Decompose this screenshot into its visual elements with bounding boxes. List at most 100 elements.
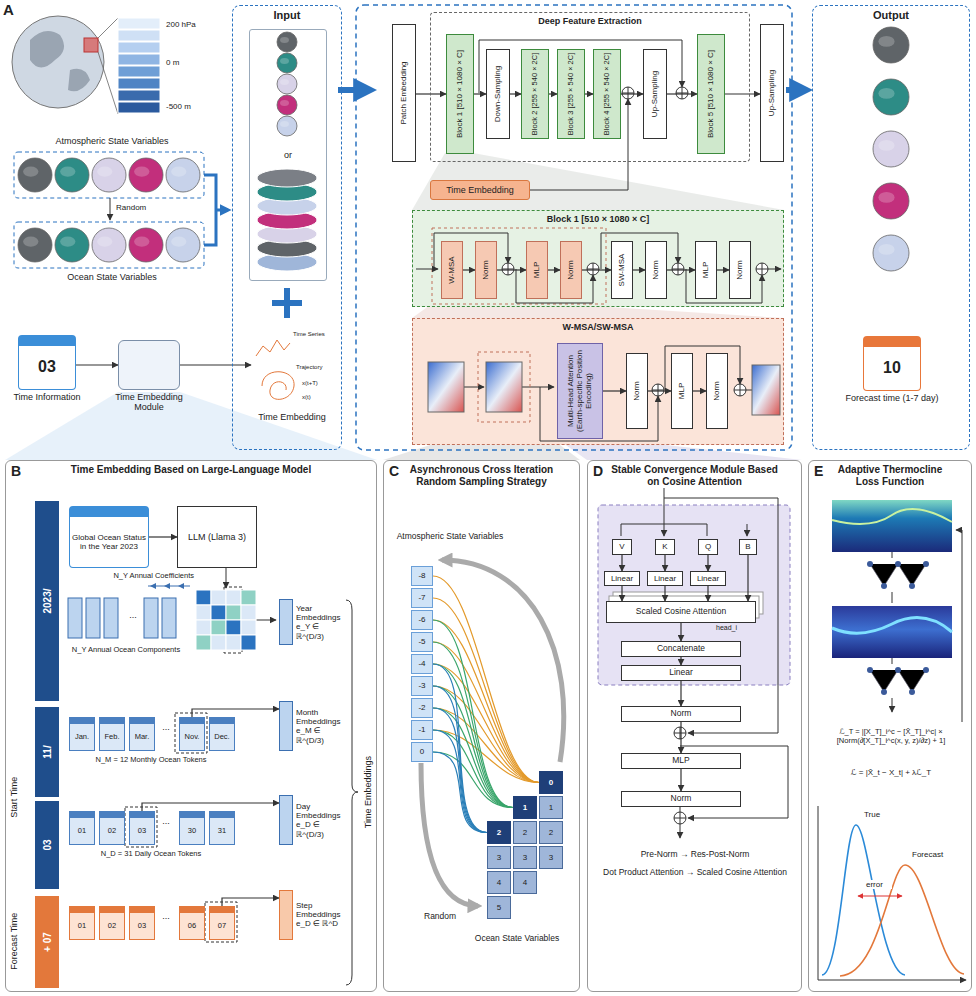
decoration [909, 689, 915, 695]
node-text: Step Embeddings e_D ∈ ℝ^D [296, 901, 344, 929]
node-text: Block 5 [510 × 1080 × C] [707, 37, 716, 151]
decoration [166, 228, 200, 262]
connector [497, 269, 526, 270]
decoration [867, 561, 929, 695]
decoration [621, 488, 788, 838]
decoration [118, 54, 160, 65]
decoration [30, 31, 90, 91]
decoration [84, 38, 98, 52]
node-text: V [619, 542, 624, 551]
node-text: Block 1 [510 × 1080 × C] [419, 214, 777, 224]
connector [621, 586, 622, 601]
label-text: Atmospheric State Variables [14, 136, 210, 146]
decoration [873, 235, 909, 271]
spanel-box: W-MSA/SW-MSAMulti-Head Attention (Earth-… [412, 318, 784, 445]
node-text: -8 [418, 571, 425, 580]
decoration [277, 74, 297, 94]
connector [149, 536, 177, 537]
connector [474, 93, 486, 94]
white-box: MLP [671, 353, 693, 429]
toko-box: 06 [179, 906, 205, 940]
decoration [878, 244, 894, 255]
decoration [205, 902, 237, 942]
decoration [211, 605, 226, 620]
decoration [858, 896, 902, 897]
salmon-box: MLP [526, 241, 548, 299]
white-box: Linear [621, 665, 741, 681]
decoration [118, 90, 160, 101]
decoration [881, 689, 887, 695]
gpanel-box: Block 1 [510 × 1080 × C] W-MSA Norm MLP Norm… [412, 210, 784, 307]
white-box: Down-Sampling [486, 49, 510, 139]
node-text: W-MSA [448, 244, 457, 296]
node-text: Block 2 [255 × 540 × 2C] [531, 52, 539, 136]
label-text: head_i [716, 624, 746, 632]
node-text: Linear [654, 574, 676, 583]
connector [648, 390, 671, 391]
node-text: 30 [188, 827, 196, 836]
decoration [416, 269, 438, 270]
atm-box: -5 [411, 632, 433, 652]
decoration [196, 605, 211, 620]
green-box: Block 5 [510 × 1080 × C] [697, 34, 725, 154]
decoration [786, 87, 806, 93]
decoration [664, 488, 665, 536]
node-text: Norm [567, 244, 576, 296]
label-text: x(t+T) [302, 380, 332, 387]
node-text: Norm [482, 244, 491, 296]
oce-box: 3 [487, 846, 511, 869]
white-box: Linear [647, 571, 683, 586]
decoration [878, 88, 894, 99]
decoration [277, 53, 297, 73]
connector [433, 752, 487, 833]
decoration [175, 713, 207, 753]
node-text: Up-Sampling [768, 27, 777, 159]
decoration [873, 131, 909, 167]
decoration [346, 600, 358, 985]
node-text: Global Ocean Status in the Year 2023 [71, 533, 147, 551]
decoration [873, 183, 909, 219]
decoration [262, 372, 294, 400]
label-text: N_D = 31 Daily Ocean Tokens [56, 850, 246, 859]
connector [433, 752, 513, 808]
decoration [211, 590, 226, 605]
node-text: Forecast time (1-7 day) [837, 393, 947, 403]
decoration [674, 812, 686, 824]
decoration [818, 806, 966, 980]
white-box: Norm [645, 241, 667, 299]
label-text: 0 m [166, 58, 226, 67]
salmon-box: Norm [560, 241, 582, 299]
label-text: N_Y Annual Coefficients [88, 572, 194, 581]
atm-box: -4 [411, 654, 433, 674]
connector [142, 803, 279, 811]
decoration [226, 605, 241, 620]
dash-box: InputorTime Embedding [232, 5, 342, 450]
decoration [97, 167, 112, 177]
tok-box: Nov. [179, 717, 205, 751]
decoration [672, 263, 684, 275]
white-box: Linear [690, 571, 726, 586]
green-box: Block 1 [510 × 1080 × C] [446, 34, 474, 154]
node-text: 31 [218, 827, 226, 836]
connector [192, 709, 279, 717]
label-text: Random [424, 912, 474, 922]
label-text: Trajectory [296, 364, 332, 371]
connector [76, 364, 118, 365]
label-text: Time Embeddings [363, 692, 373, 892]
decoration [226, 567, 227, 588]
node-text: -7 [418, 593, 425, 602]
node-text: 1 [523, 803, 527, 812]
white-box: MLP [621, 753, 741, 769]
decoration [734, 384, 746, 396]
label-text: ... [156, 911, 176, 921]
decoration [211, 620, 226, 635]
connector [585, 93, 593, 94]
white-box: K [655, 539, 675, 555]
atm-box: -3 [411, 676, 433, 696]
oced-box: 1 [513, 796, 537, 819]
decoration [241, 620, 256, 635]
node-text: 01 [78, 922, 86, 931]
label-text: error [866, 880, 892, 889]
connector [680, 657, 681, 665]
decoration [416, 233, 781, 441]
